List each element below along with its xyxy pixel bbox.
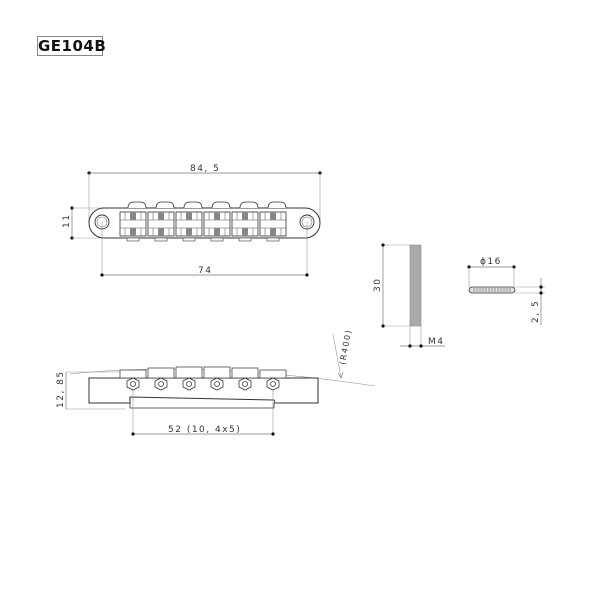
dim-string-spacing: 52 (10, 4x5) (168, 425, 241, 435)
dim-overall-length: 84, 5 (190, 164, 220, 174)
top-view: 84, 5 11 (62, 164, 322, 277)
thumbwheel-view: ϕ16 2, 5 (467, 257, 545, 325)
hex-screws (126, 377, 280, 391)
dim-stud-length: 30 (373, 278, 383, 292)
stud-view: 30 M4 (373, 243, 445, 348)
saddles (119, 201, 287, 242)
dim-post-spacing: 74 (198, 266, 212, 276)
dim-radius: (R400) (338, 328, 353, 365)
dim-thumbwheel-thickness: 2, 5 (531, 300, 541, 323)
model-title: GE104B (37, 36, 107, 56)
side-view: 12, 85 (R400) (56, 328, 376, 436)
dim-thumbwheel-diameter: ϕ16 (480, 257, 502, 267)
dim-height: 11 (62, 214, 72, 228)
dim-thread: M4 (428, 337, 445, 347)
dim-side-height: 12, 85 (56, 370, 66, 408)
